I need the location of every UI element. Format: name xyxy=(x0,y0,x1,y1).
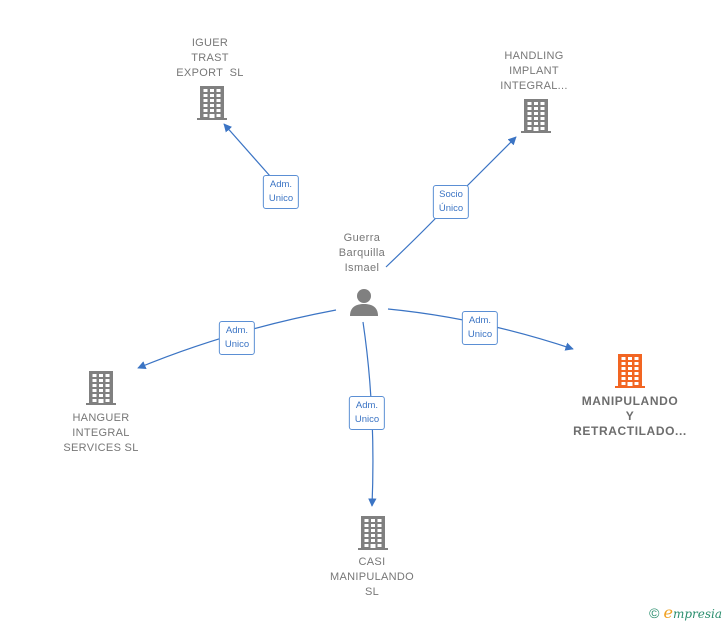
person-name-label[interactable]: Guerra Barquilla Ismael xyxy=(338,232,386,274)
relation-edge-iguer xyxy=(223,123,271,177)
company-manipulando-icon[interactable] xyxy=(615,354,645,393)
company-handling-icon[interactable] xyxy=(521,99,551,138)
relation-label-manipulando[interactable]: Adm. Unico xyxy=(461,311,499,345)
company-hanguer-label[interactable]: HANGUER INTEGRAL SERVICES SL xyxy=(63,412,139,454)
footer-brand[interactable]: ©empresia xyxy=(649,603,722,622)
company-manipulando-label[interactable]: MANIPULANDO Y RETRACTILADO... xyxy=(573,394,687,438)
person-icon[interactable] xyxy=(349,287,379,317)
company-hanguer-icon[interactable] xyxy=(86,371,116,410)
company-iguer-icon[interactable] xyxy=(197,86,227,125)
copyright-symbol: © xyxy=(649,605,660,621)
company-handling-label[interactable]: HANDLING IMPLANT INTEGRAL... xyxy=(500,50,568,92)
company-iguer-label[interactable]: IGUER TRAST EXPORT SL xyxy=(176,37,244,79)
company-casi-label[interactable]: CASI MANIPULANDO SL xyxy=(330,556,414,598)
company-casi-icon[interactable] xyxy=(358,516,388,555)
relation-label-iguer[interactable]: Adm. Unico xyxy=(262,175,300,209)
relation-label-hanguer[interactable]: Adm. Unico xyxy=(218,321,256,355)
brand-logo: empresia xyxy=(663,603,722,622)
relation-label-handling[interactable]: Socio Único xyxy=(432,185,470,219)
relation-label-casi[interactable]: Adm. Unico xyxy=(348,396,386,430)
